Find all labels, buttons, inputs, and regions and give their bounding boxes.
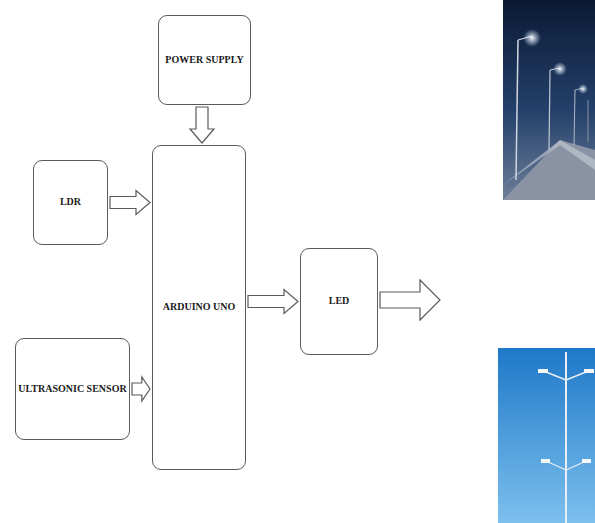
block-label: LED (329, 295, 350, 308)
block-label: ULTRASONIC SENSOR (18, 383, 126, 396)
night-street-photo (503, 0, 595, 200)
block-box: ARDUINO UNO (152, 145, 246, 470)
block-box: ULTRASONIC SENSOR (15, 338, 130, 440)
block-arrow (190, 107, 214, 143)
block-arrow (248, 290, 298, 314)
block-label: LDR (60, 196, 81, 209)
block-box: LED (300, 248, 378, 355)
block-arrow (132, 377, 150, 401)
block-label: ARDUINO UNO (163, 301, 236, 314)
block-box: POWER SUPPLY (158, 15, 251, 105)
block-label: POWER SUPPLY (165, 54, 243, 67)
block-arrow (110, 191, 150, 215)
output-arrow (380, 280, 440, 320)
block-box: LDR (33, 160, 108, 245)
day-street-pole-photo (498, 348, 595, 523)
